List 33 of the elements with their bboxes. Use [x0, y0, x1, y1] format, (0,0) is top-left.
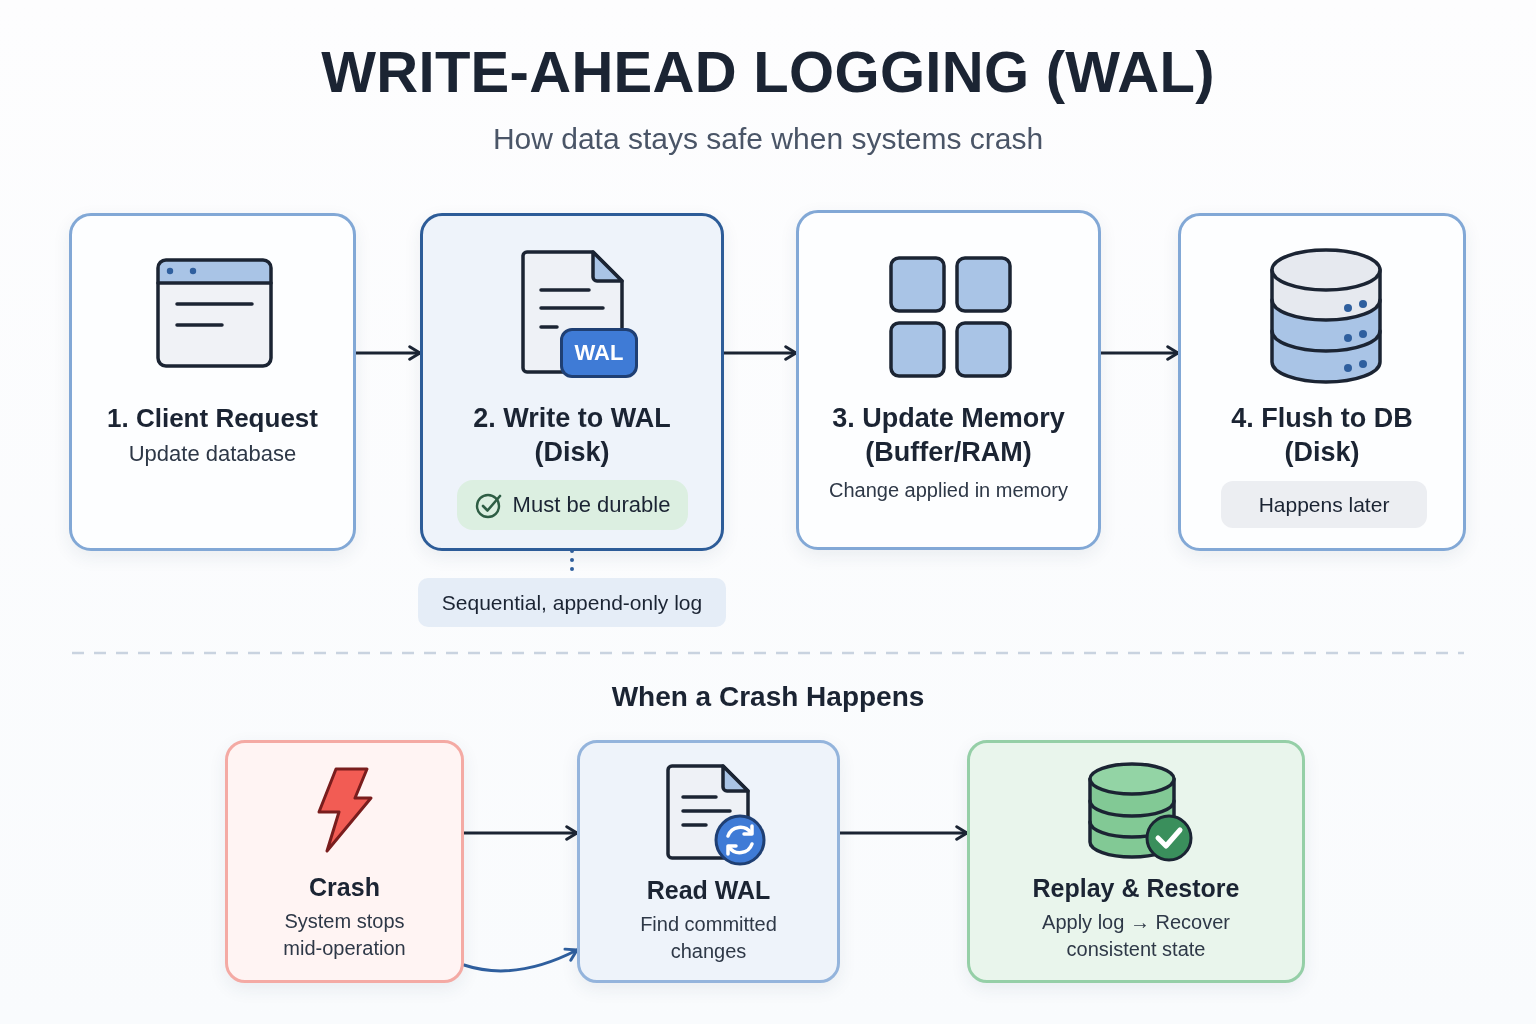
- step-card: [967, 740, 1305, 983]
- step-card: [69, 213, 356, 551]
- step-title: 2. Write to WAL (Disk): [472, 402, 672, 469]
- note-text: Happens later: [1258, 491, 1390, 518]
- step-title: 3. Update Memory (Buffer/RAM): [831, 402, 1066, 469]
- step-description: System stops mid-operation: [282, 909, 407, 962]
- step-card: [420, 213, 724, 551]
- step-description: Update database: [128, 439, 297, 468]
- subtitle: How data stays safe when systems crash: [492, 121, 1044, 157]
- tag-text: WAL: [574, 339, 624, 367]
- step-description: Find committed changes: [639, 912, 778, 965]
- step-description: Apply log → Recover consistent state: [1041, 910, 1231, 963]
- arrow: [462, 947, 579, 973]
- step-card: [796, 210, 1101, 550]
- arrow: [722, 345, 798, 361]
- step-title: Replay & Restore: [1032, 873, 1240, 904]
- step-title: 4. Flush to DB (Disk): [1230, 402, 1414, 469]
- note-text: Sequential, append-only log: [441, 589, 703, 616]
- note-text: Must be durable: [512, 491, 671, 519]
- step-card: [225, 740, 464, 983]
- section-heading: When a Crash Happens: [611, 680, 925, 714]
- step-title: Read WAL: [646, 875, 771, 906]
- note-pill: [457, 480, 688, 530]
- arrow: [462, 825, 579, 841]
- arrow: [354, 345, 422, 361]
- step-title: 1. Client Request: [107, 402, 318, 435]
- arrow: [838, 825, 969, 841]
- arrow: [1099, 345, 1180, 361]
- step-card: [577, 740, 840, 983]
- step-description: Change applied in memory: [829, 478, 1068, 504]
- step-title: Crash: [309, 872, 380, 903]
- log-tag: [560, 328, 638, 378]
- step-card: [1178, 213, 1466, 551]
